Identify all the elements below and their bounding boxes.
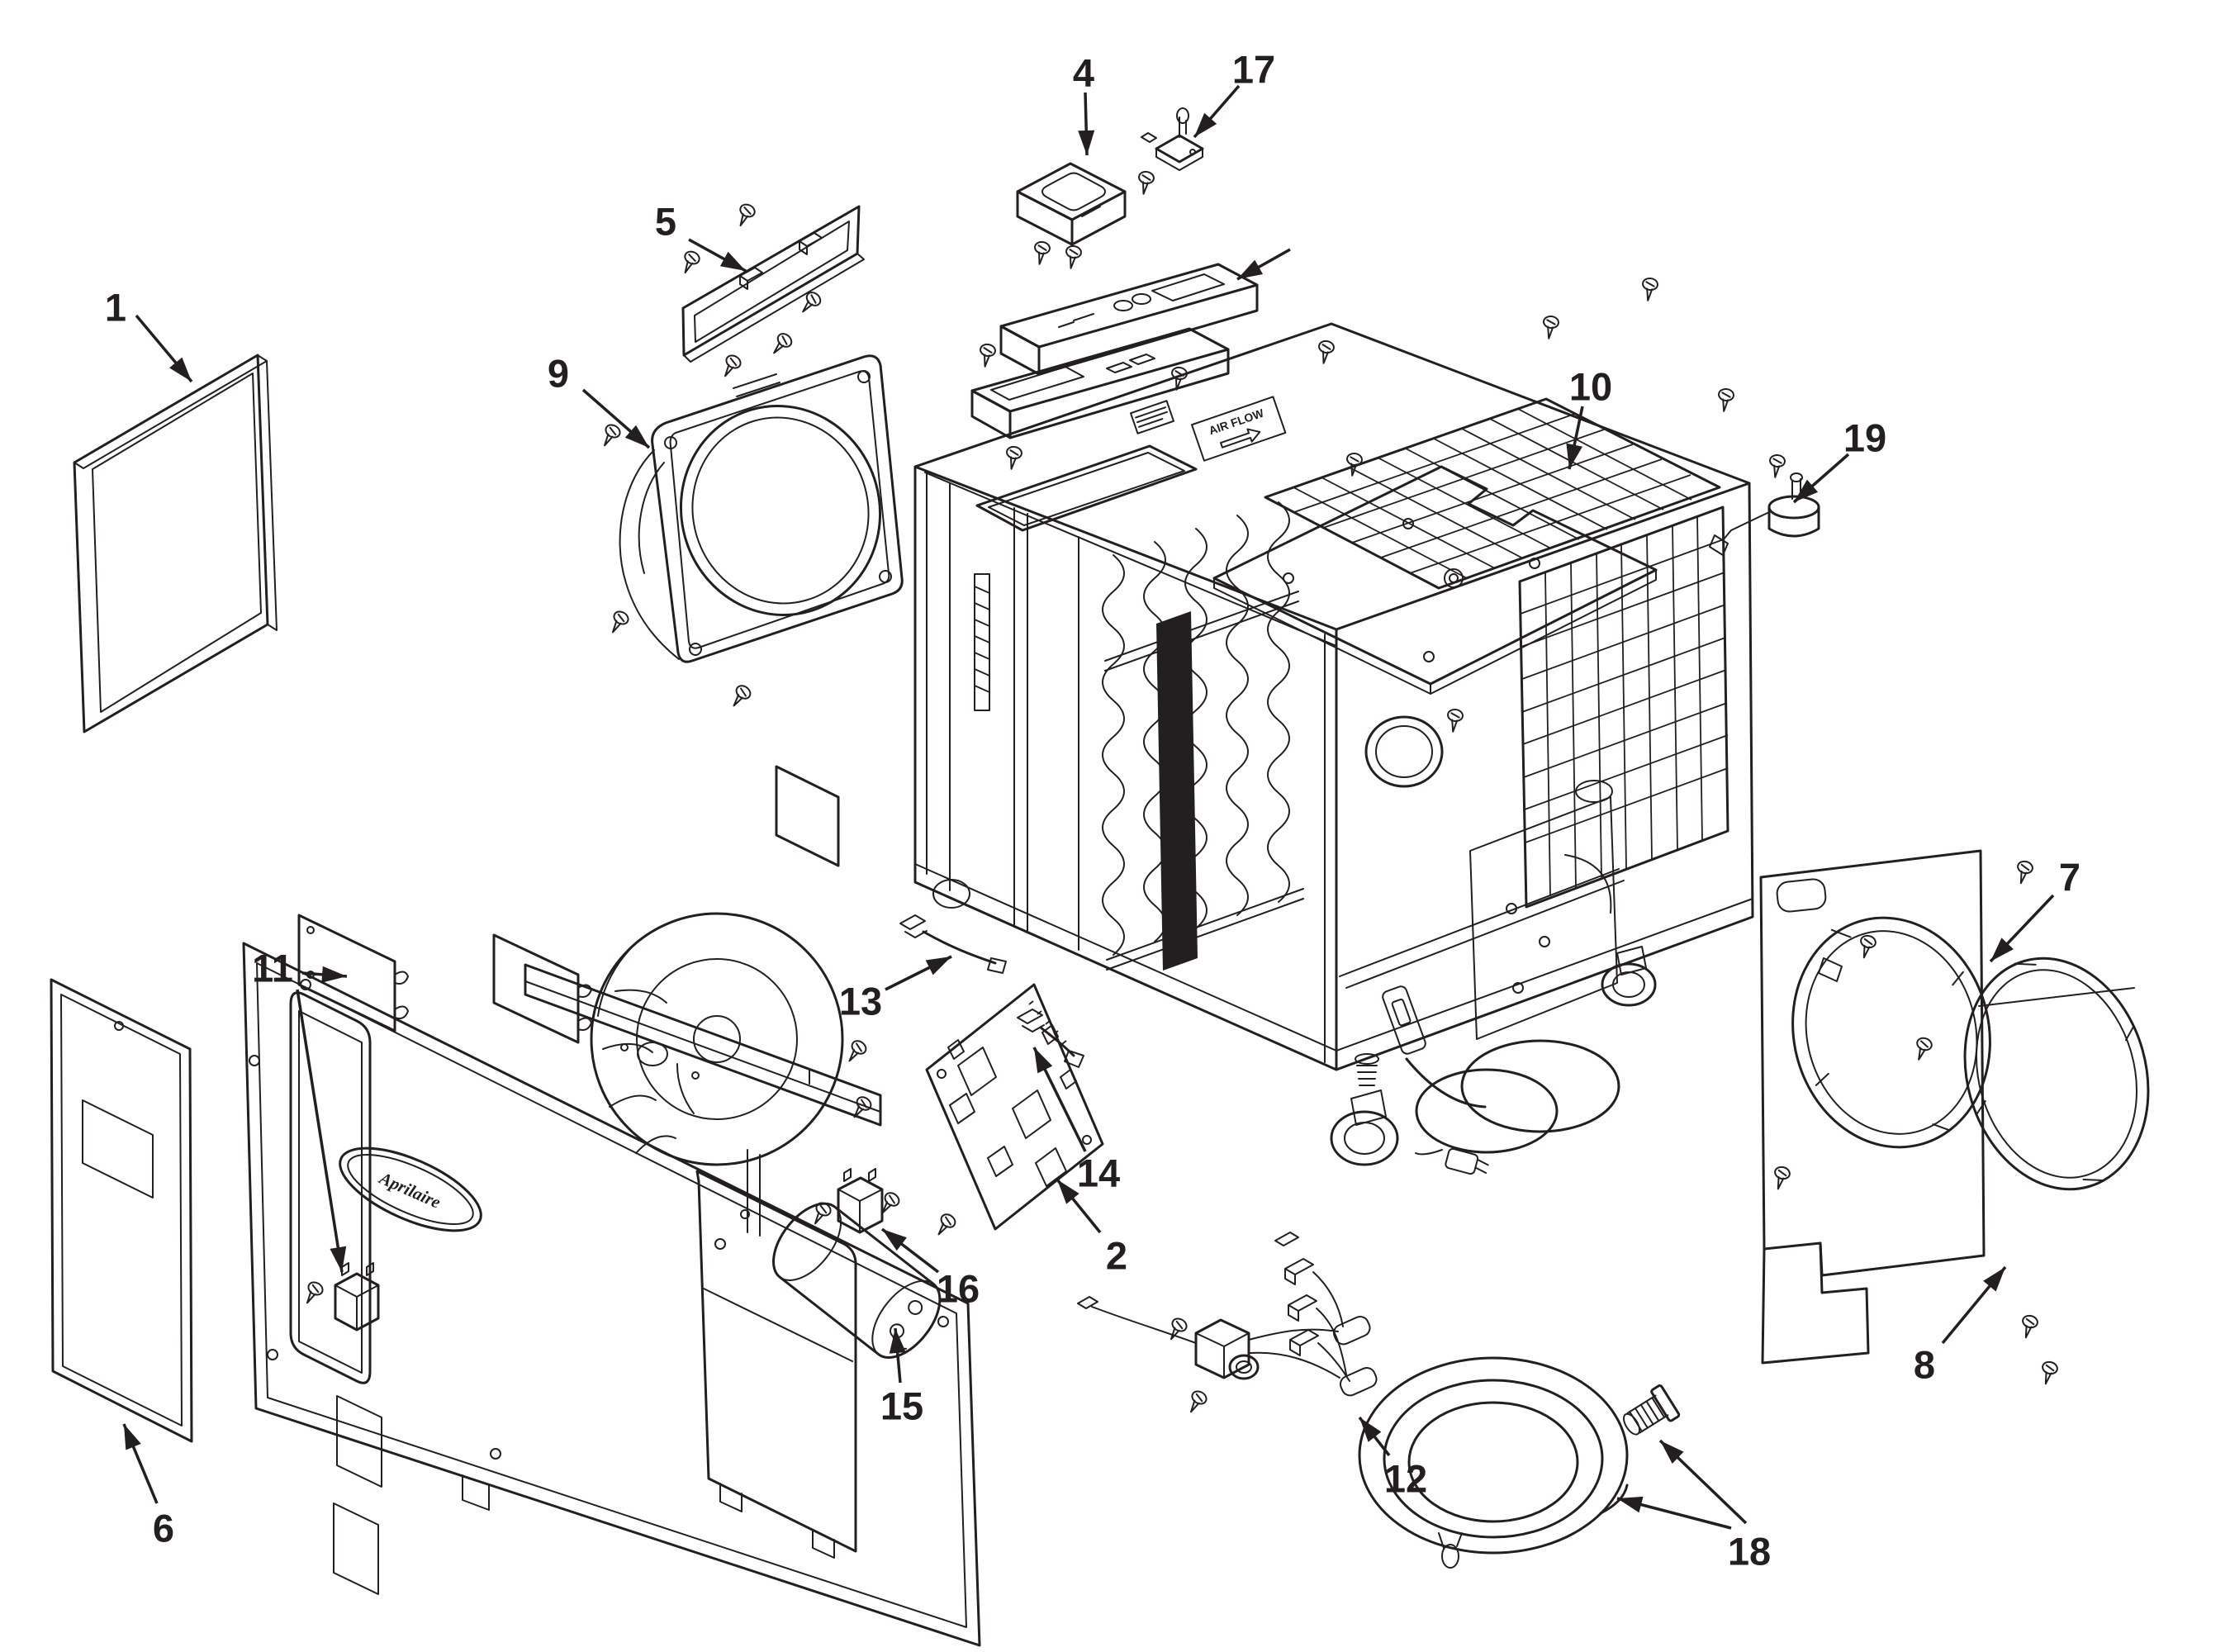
callout-14: 14 [1032, 1047, 1120, 1195]
callout-10: 10 [1566, 365, 1612, 470]
part-18-drain-hose [1358, 1356, 1681, 1569]
top-grille [1264, 397, 1721, 590]
callout-label-19: 19 [1843, 416, 1886, 460]
callout-16: 16 [880, 1227, 980, 1311]
callout-label-13: 13 [839, 980, 882, 1023]
power-cord [1405, 1039, 1620, 1175]
condenser-grille [1518, 506, 1729, 909]
access-cover-panel [695, 1170, 857, 1559]
callout-label-16: 16 [937, 1267, 980, 1311]
part-5-damper-frame [677, 201, 865, 381]
part-11-blower-assembly [297, 765, 882, 1332]
callout-2: 2 [1056, 1178, 1127, 1278]
callout-12: 12 [1358, 1416, 1427, 1501]
callout-9: 9 [548, 352, 651, 449]
caster-front-right [1601, 946, 1657, 1007]
front-panel: Aprilaire [242, 942, 981, 1647]
part-14-wire [1017, 1009, 1084, 1068]
airflow-sticker-text: AIR FLOW [1207, 406, 1265, 437]
callout-5: 5 [655, 200, 747, 273]
callout-unlabeled [1236, 248, 1291, 281]
part-16-relay [808, 1168, 884, 1234]
callout-15: 15 [880, 1327, 923, 1428]
evaporator-coil [1102, 501, 1304, 971]
part-6-trim-panel [50, 978, 193, 1443]
callout-6: 6 [122, 1423, 174, 1550]
part-4-control-cover [1016, 162, 1127, 246]
part-15-capacitor [772, 1202, 942, 1359]
part-7-collar-panel [1759, 849, 2060, 1387]
callout-label-15: 15 [880, 1384, 923, 1428]
callout-label-8: 8 [1914, 1343, 1935, 1387]
callout-19: 19 [1792, 416, 1886, 504]
airflow-sticker: AIR FLOW [1191, 396, 1287, 462]
part-8-collar-ring [1910, 957, 2150, 1191]
control-panel-assembly [970, 169, 1259, 472]
callout-label-10: 10 [1569, 365, 1612, 409]
part-10-top-plate [1212, 276, 1786, 734]
callout-4: 4 [1073, 51, 1095, 156]
part-19-sensor [1709, 472, 1820, 556]
callout-label-6: 6 [153, 1507, 174, 1550]
callout-label-5: 5 [655, 200, 676, 244]
callout-18: 18 [1616, 1439, 1771, 1574]
callout-label-11: 11 [252, 947, 293, 990]
callout-label-9: 9 [548, 352, 569, 396]
aprilaire-logo: Aprilaire [339, 1146, 482, 1232]
callout-label-17: 17 [1232, 48, 1275, 92]
callout-label-18: 18 [1728, 1530, 1771, 1574]
callout-17: 17 [1193, 48, 1275, 139]
caster-front-left [1330, 1089, 1399, 1166]
hose-fitting [1622, 1384, 1681, 1436]
ladder-strip [974, 573, 990, 711]
callout-label-12: 12 [1384, 1457, 1427, 1501]
callout-11: 11 [252, 947, 348, 1273]
part-1-filter-frame-panel [73, 354, 278, 733]
part-13-wire [899, 914, 1007, 974]
callout-label-1: 1 [105, 286, 126, 330]
part-17-switch-bracket [1141, 107, 1204, 171]
callout-8: 8 [1914, 1265, 2007, 1387]
part-9-fan-housing [597, 354, 904, 711]
callout-1: 1 [105, 286, 193, 383]
main-chassis: AIR FLOW [913, 322, 1754, 1175]
callout-label-14: 14 [1077, 1151, 1120, 1195]
callout-label-7: 7 [2059, 856, 2081, 900]
callout-13: 13 [839, 955, 952, 1023]
part-12-wiring-harness [1077, 1232, 1378, 1417]
callout-label-4: 4 [1073, 51, 1094, 95]
callout-7: 7 [1989, 856, 2081, 963]
part-2-circuit-board [842, 983, 1104, 1240]
callout-label-2: 2 [1106, 1234, 1127, 1278]
